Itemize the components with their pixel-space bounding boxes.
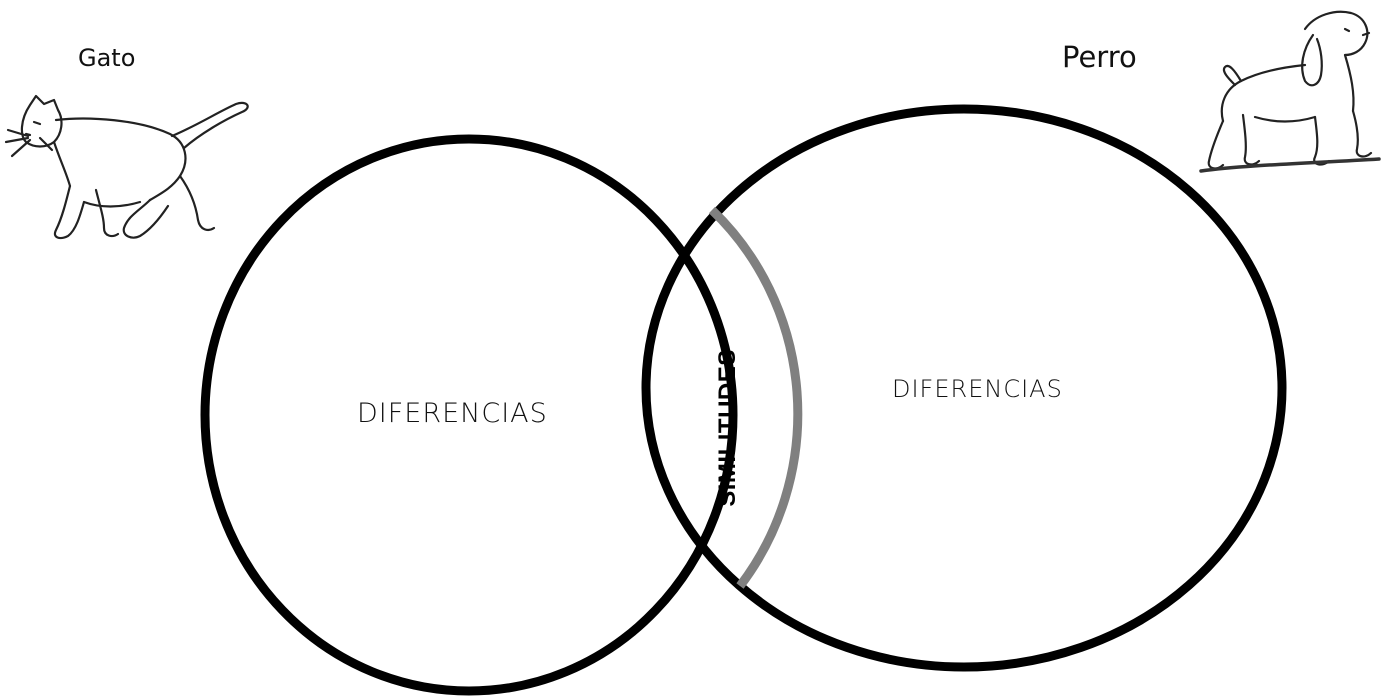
left-region-label: DIFERENCIAS [357,398,548,429]
right-region-label: DIFERENCIAS [892,375,1063,403]
cat-sketch-icon [4,94,249,240]
right-circle [641,104,1287,672]
perro-title: Perro [1062,40,1137,74]
gato-title: Gato [78,44,136,72]
left-circle [200,134,738,696]
intersection-label: SIMILITUDES [714,349,741,507]
overlap-arc [708,206,803,589]
dog-sketch-icon [1199,10,1381,173]
